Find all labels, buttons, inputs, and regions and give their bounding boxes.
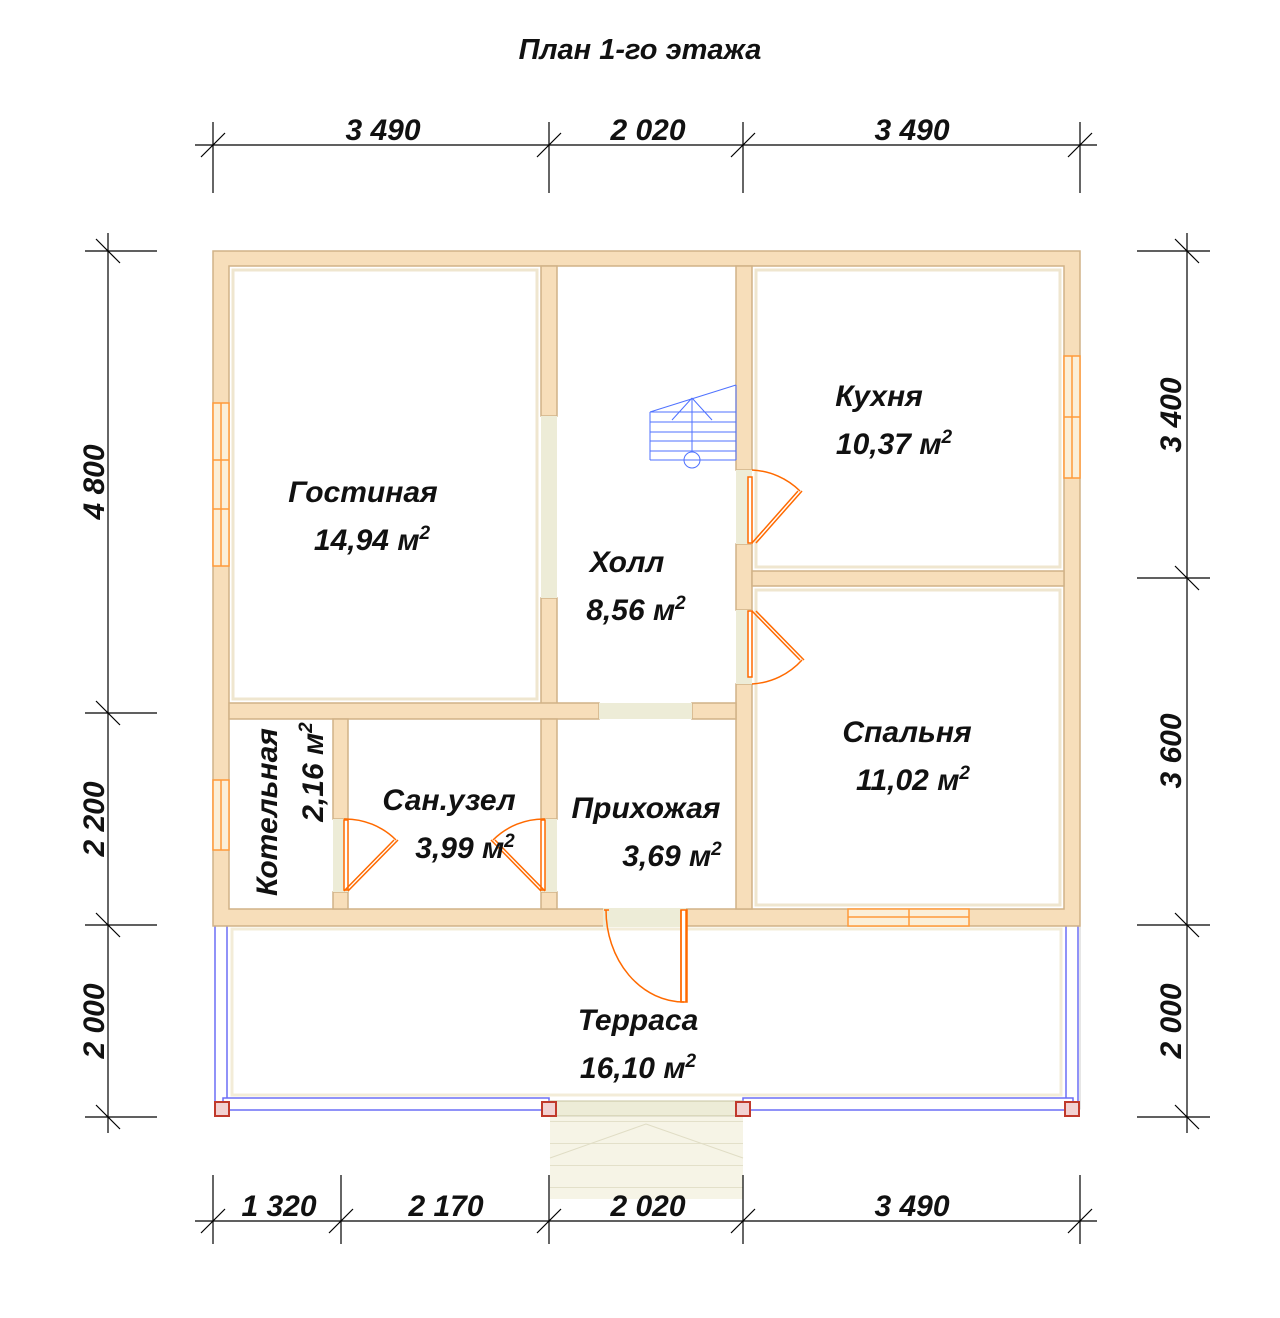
wall-hall-bedroom-lower <box>735 683 753 910</box>
opening-hall-entrance <box>599 703 692 719</box>
dim-left-3: 2 000 <box>78 983 111 1059</box>
room-living-area: 14,94 м2 <box>314 523 431 557</box>
wall-hall-kitchen-lower <box>735 543 753 611</box>
room-bedroom-area: 11,02 м2 <box>856 763 970 797</box>
dim-top-1: 3 490 <box>345 114 420 147</box>
wall-kitchen-bedroom <box>751 570 1065 587</box>
terrace-entrance-opening <box>548 1100 744 1117</box>
wall-hall-bottom-right <box>691 702 737 720</box>
doors <box>343 469 805 1003</box>
room-hall-area: 8,56 м2 <box>586 593 686 627</box>
terrace-post <box>214 1101 230 1117</box>
dimension-lines <box>85 122 1210 1244</box>
terrace-post <box>1064 1101 1080 1117</box>
door-boiler <box>343 818 399 892</box>
terrace-post <box>735 1101 751 1117</box>
room-boiler-area: 2,16 м2 <box>296 722 330 823</box>
wall-living-hall-lower <box>540 597 558 712</box>
room-living-name: Гостиная <box>288 476 438 509</box>
window-bedroom <box>847 908 970 927</box>
opening-living-hall <box>541 416 557 598</box>
wall-bathroom-entrance-lower <box>540 891 558 910</box>
front-door-opening <box>603 908 686 927</box>
room-labels: Гостиная 14,94 м2 Холл 8,56 м2 Кухня 10,… <box>251 380 972 1085</box>
plan-title: План 1-го этажа <box>519 34 762 66</box>
room-kitchen-area: 10,37 м2 <box>836 427 953 461</box>
terrace-floor-edge <box>230 927 1063 1097</box>
dim-left-1: 4 800 <box>78 444 111 520</box>
stairs <box>649 384 737 469</box>
room-kitchen-name: Кухня <box>835 380 923 413</box>
dim-bottom-3: 2 020 <box>609 1190 685 1223</box>
entry-steps <box>550 1117 743 1199</box>
outer-wall <box>212 250 1081 927</box>
dim-right-2: 3 600 <box>1155 713 1188 788</box>
dim-right-1: 3 400 <box>1155 377 1188 452</box>
room-bedroom-name: Спальня <box>842 716 972 749</box>
room-terrace-area: 16,10 м2 <box>580 1051 697 1085</box>
door-front <box>604 909 688 1003</box>
terrace <box>214 922 1081 1199</box>
room-terrace-name: Терраса <box>578 1004 699 1037</box>
terrace-floor <box>215 922 1081 1110</box>
wall-living-hall-upper <box>540 265 558 417</box>
room-boiler-name: Котельная <box>251 728 284 896</box>
dim-right-3: 2 000 <box>1155 983 1188 1059</box>
terrace-rail-right <box>1065 924 1079 1110</box>
window-boiler <box>212 779 230 851</box>
wall-living-bottom <box>228 702 600 720</box>
room-bathroom-name: Сан.узел <box>382 784 516 817</box>
terrace-rail-bottom-right <box>742 1097 1074 1111</box>
terrace-rail-bottom-left <box>222 1097 550 1111</box>
bedroom-floor-edge <box>754 588 1062 907</box>
room-entrance-area: 3,69 м2 <box>622 839 722 873</box>
entry-steps-arrow <box>549 1123 647 1159</box>
room-hall-name: Холл <box>588 546 665 579</box>
dim-top-3: 3 490 <box>874 114 949 147</box>
door-kitchen <box>747 469 803 544</box>
kitchen-floor-edge <box>754 268 1062 569</box>
room-entrance-name: Прихожая <box>572 792 721 825</box>
dim-top-2: 2 020 <box>609 114 685 147</box>
dim-left-2: 2 200 <box>78 781 111 857</box>
windows <box>212 355 1081 927</box>
wall-boiler-bathroom-upper <box>332 718 349 820</box>
dim-bottom-4: 3 490 <box>874 1190 949 1223</box>
wall-bathroom-entrance-upper <box>540 718 558 820</box>
wall-boiler-bathroom-lower <box>332 891 349 910</box>
living-floor-edge <box>231 268 539 701</box>
dim-bottom-1: 1 320 <box>241 1190 316 1223</box>
entry-steps-arrow <box>645 1123 744 1159</box>
dimension-labels: 3 490 2 020 3 490 1 320 2 170 2 020 3 49… <box>78 114 1188 1223</box>
door-bedroom <box>747 610 805 685</box>
wall-hall-kitchen-upper <box>735 265 753 471</box>
window-kitchen <box>1063 355 1081 479</box>
terrace-post <box>541 1101 557 1117</box>
dim-bottom-2: 2 170 <box>407 1190 483 1223</box>
room-bathroom-area: 3,99 м2 <box>415 831 515 865</box>
terrace-rail-left <box>214 924 228 1110</box>
door-bathroom <box>490 818 546 892</box>
window-living <box>212 402 230 567</box>
